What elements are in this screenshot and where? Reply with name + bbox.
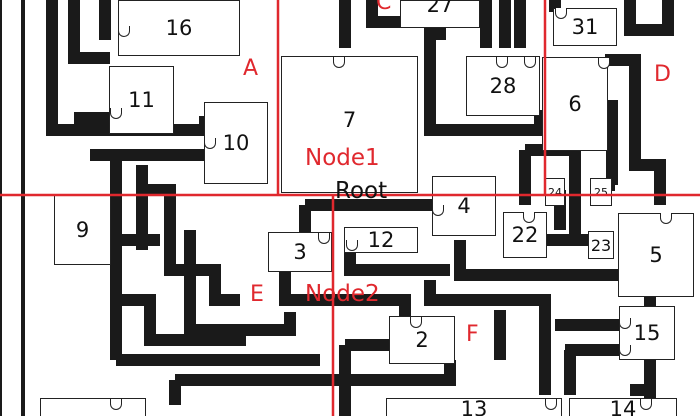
wire bbox=[454, 240, 625, 281]
zone-label-e: E bbox=[250, 282, 264, 307]
node-2: 2 bbox=[389, 316, 455, 364]
node-16: 16 bbox=[118, 0, 240, 56]
node-13: 13 bbox=[386, 397, 562, 416]
node-25: 25 bbox=[590, 178, 612, 206]
port-notch bbox=[523, 212, 535, 223]
wire bbox=[605, 54, 666, 205]
node-6: 6 bbox=[542, 57, 608, 151]
port-notch bbox=[555, 8, 567, 19]
port-notch bbox=[410, 317, 422, 328]
node-24: 24 bbox=[545, 178, 565, 206]
node-label: 6 bbox=[568, 92, 582, 116]
port-notch bbox=[318, 233, 330, 244]
node-label: 15 bbox=[633, 321, 661, 345]
node-label: 2 bbox=[415, 328, 429, 352]
zone-label-c: C bbox=[376, 0, 392, 15]
zone-label-d: D bbox=[654, 62, 671, 87]
zone-label-f: F bbox=[466, 322, 479, 347]
port-notch bbox=[496, 57, 508, 68]
node-label: 11 bbox=[128, 88, 155, 112]
node-label: 13 bbox=[460, 397, 488, 416]
node-11: 11 bbox=[109, 66, 174, 134]
node-9: 9 bbox=[54, 195, 111, 265]
node-label: 10 bbox=[222, 131, 250, 155]
port-notch bbox=[640, 399, 652, 410]
node-label: 14 bbox=[609, 397, 637, 416]
node-label: 24 bbox=[548, 185, 562, 199]
node-31: 31 bbox=[553, 8, 617, 46]
node-label: 22 bbox=[511, 223, 539, 247]
wire bbox=[175, 360, 456, 386]
port-notch bbox=[204, 138, 216, 149]
node-label: 3 bbox=[293, 240, 307, 264]
node-23: 23 bbox=[588, 231, 614, 259]
port-notch bbox=[118, 26, 130, 37]
port-notch bbox=[333, 57, 345, 68]
wire bbox=[424, 280, 551, 395]
node-label: 7 bbox=[342, 107, 357, 132]
zone-label-node1: Node1 bbox=[305, 145, 380, 171]
port-notch bbox=[432, 205, 444, 216]
port-notch bbox=[545, 399, 557, 410]
root-label: Root bbox=[335, 178, 388, 204]
zone-label-a: A bbox=[243, 56, 259, 81]
node-3: 3 bbox=[268, 232, 332, 272]
wire bbox=[606, 100, 618, 191]
node-label: 9 bbox=[75, 218, 90, 242]
node-unlabeled-bottom-left bbox=[40, 398, 146, 416]
node-27: 27 bbox=[400, 0, 480, 28]
node-5: 5 bbox=[618, 213, 694, 297]
port-notch bbox=[110, 108, 122, 119]
node-label: 27 bbox=[426, 0, 454, 17]
port-notch bbox=[110, 399, 122, 410]
node-14: 14 bbox=[569, 397, 677, 416]
wire bbox=[624, 0, 674, 36]
port-notch bbox=[598, 58, 610, 69]
wire bbox=[68, 0, 110, 64]
port-notch bbox=[524, 57, 536, 68]
wire bbox=[116, 294, 246, 346]
node-15: 15 bbox=[619, 306, 675, 360]
node-label: 12 bbox=[367, 228, 395, 252]
node-label: 23 bbox=[590, 235, 612, 255]
port-notch bbox=[660, 213, 672, 224]
port-notch bbox=[619, 318, 631, 329]
node-label: 4 bbox=[457, 194, 471, 218]
port-notch bbox=[346, 240, 358, 251]
node-7: 7 bbox=[281, 56, 418, 193]
node-label: 25 bbox=[594, 185, 608, 199]
zone-label-node2: Node2 bbox=[305, 281, 380, 307]
node-label: 16 bbox=[165, 16, 193, 40]
port-notch bbox=[619, 345, 631, 356]
node-label: 5 bbox=[649, 243, 663, 267]
node-label: 28 bbox=[489, 74, 517, 98]
wire bbox=[366, 0, 546, 136]
node-label: 31 bbox=[571, 15, 599, 39]
wire bbox=[344, 250, 450, 276]
wire bbox=[279, 270, 411, 320]
